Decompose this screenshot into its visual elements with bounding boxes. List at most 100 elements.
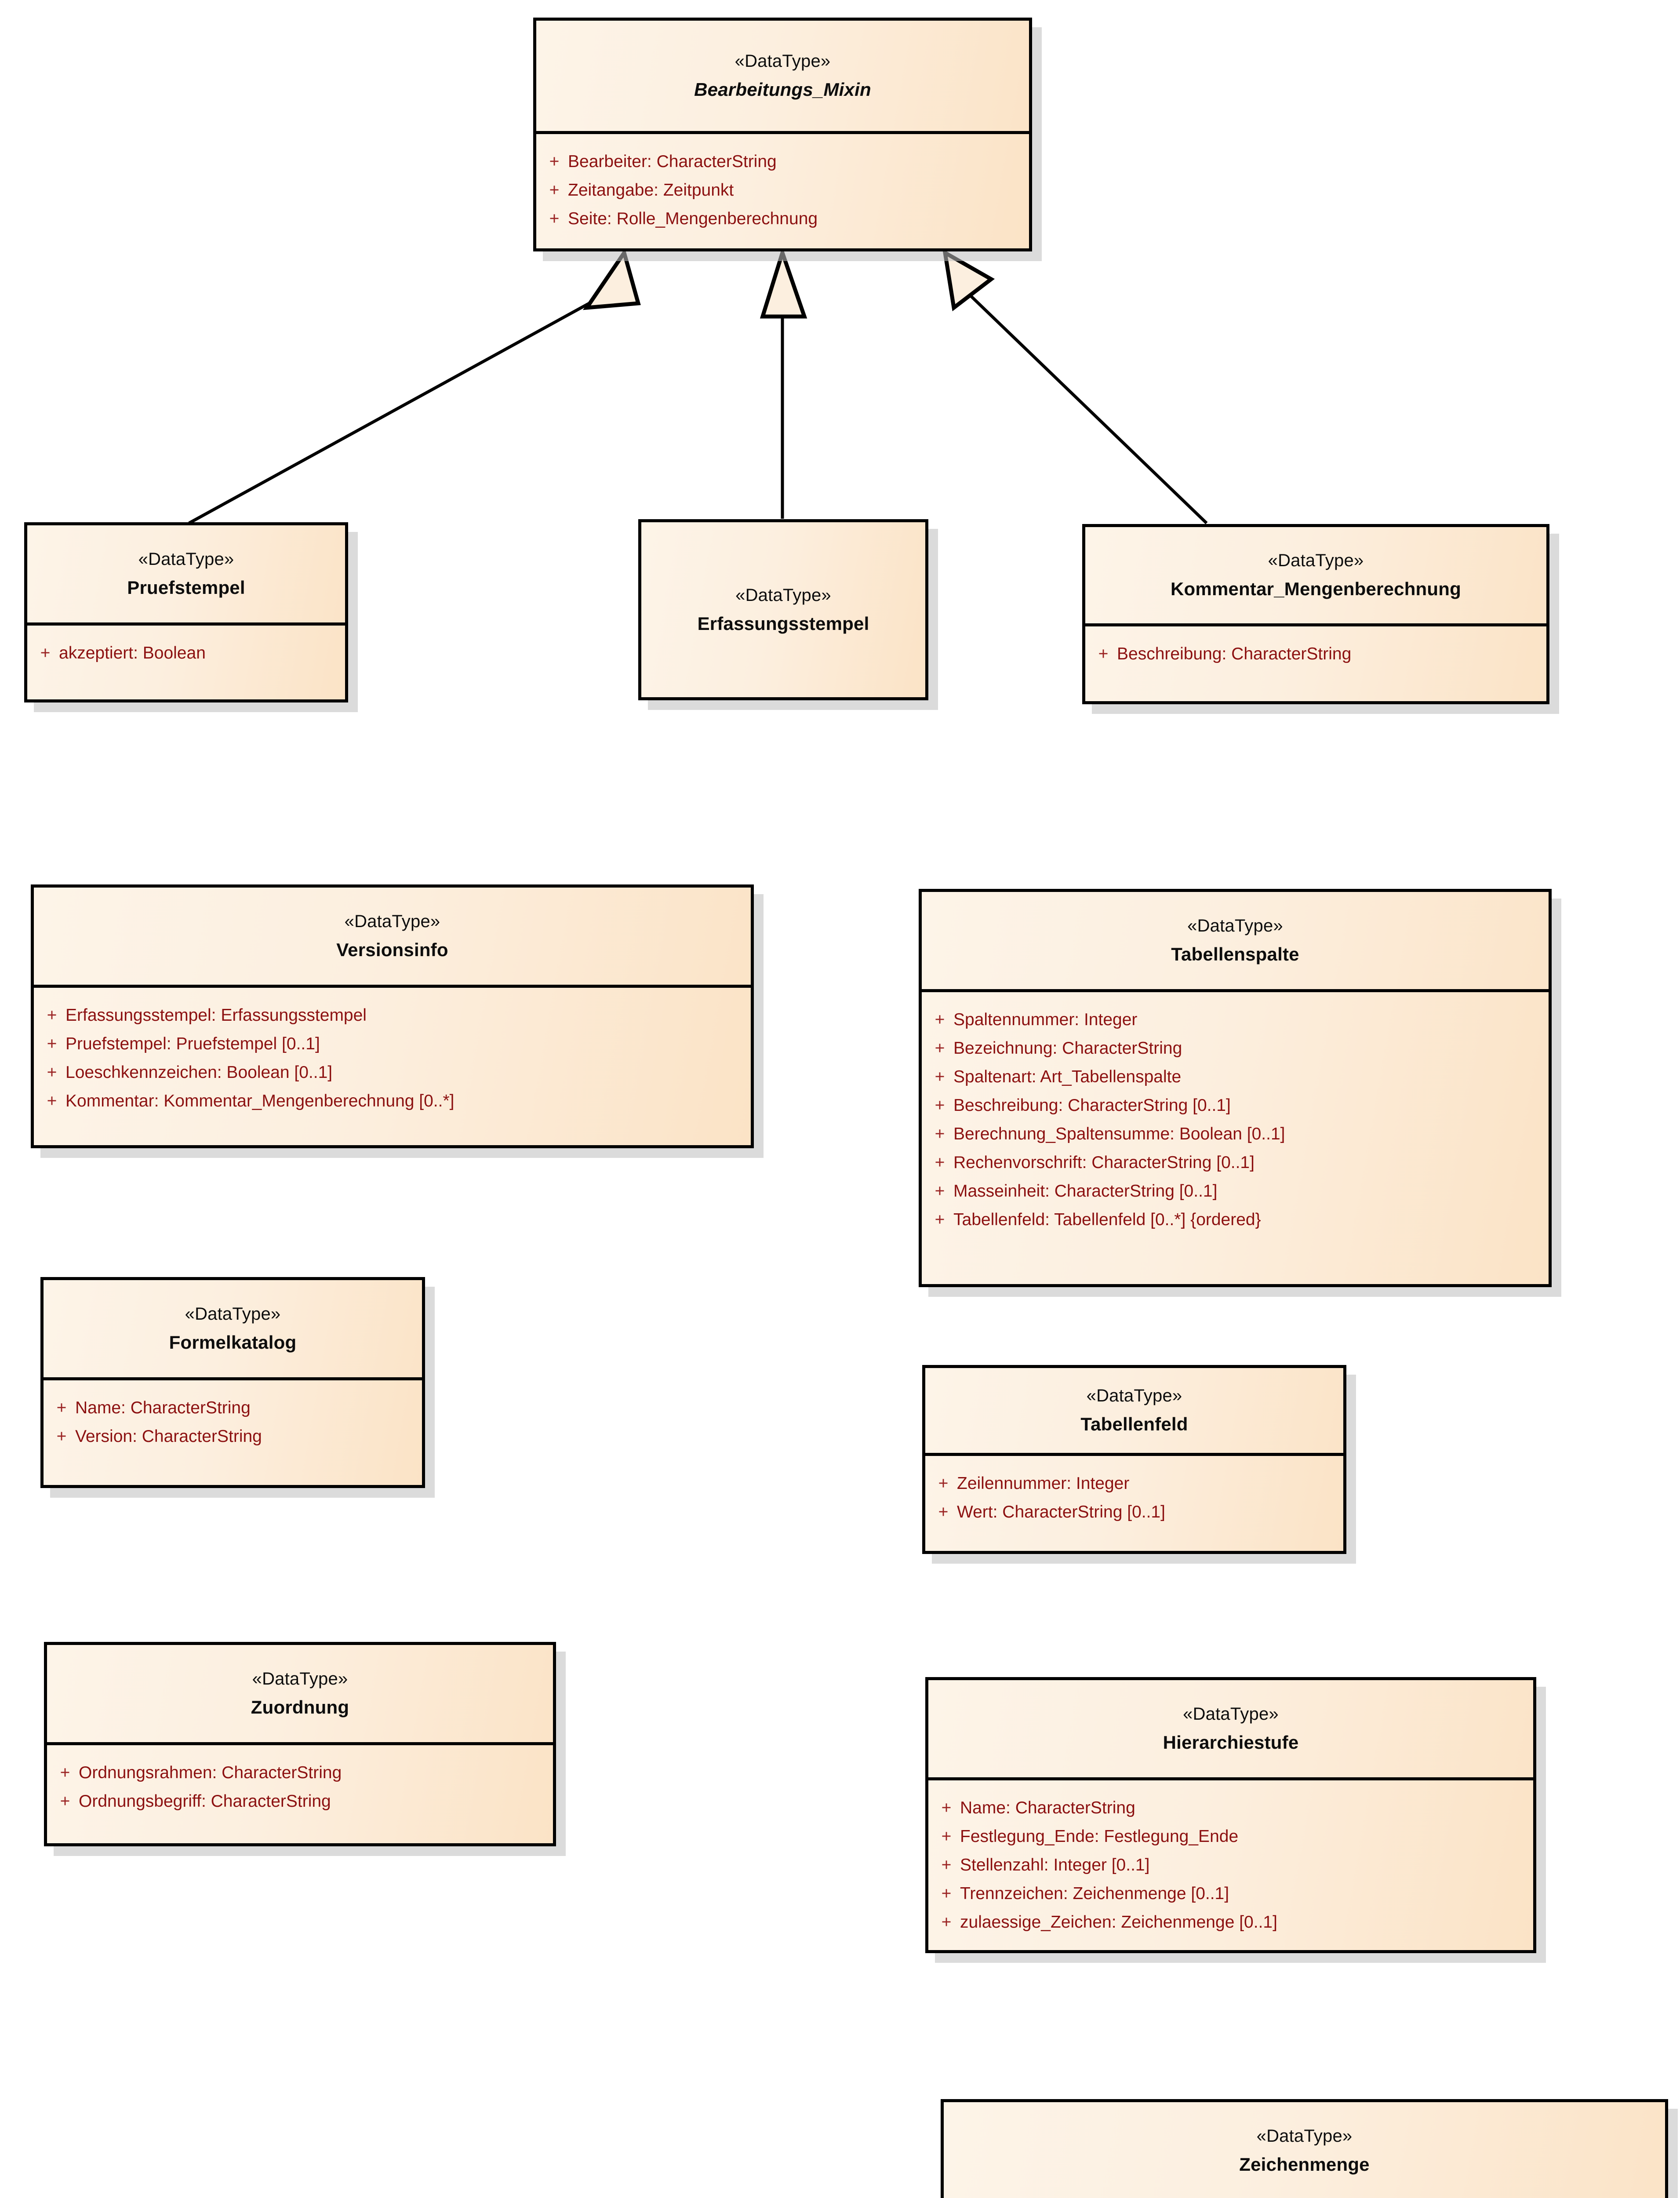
attribute-signature: zulaessige_Zeichen: Zeichenmenge [0..1] [960,1913,1277,1932]
attribute-row: + Spaltenart: Art_Tabellenspalte [926,1063,1544,1091]
class-header-erfassungsstempel: «DataType» Erfassungsstempel [641,522,925,697]
attribute-compartment-pruefstempel: + akzeptiert: Boolean [27,626,345,681]
class-header-hierarchiestufe: «DataType» Hierarchiestufe [928,1680,1533,1780]
attribute-signature: Name: CharacterString [75,1398,251,1417]
attribute-compartment-hierarchiestufe: + Name: CharacterString + Festlegung_End… [928,1780,1533,1950]
attribute-compartment-kommentar-mengenberechnung: + Beschreibung: CharacterString [1085,626,1546,681]
visibility-marker: + [941,1913,952,1932]
class-zeichenmenge[interactable]: «DataType» Zeichenmenge + eingeschlossen… [941,2099,1668,2198]
attribute-signature: Kommentar: Kommentar_Mengenberechnung [0… [65,1092,455,1110]
attribute-compartment-tabellenspalte: + Spaltennummer: Integer + Bezeichnung: … [922,992,1549,1247]
visibility-marker: + [938,1503,949,1521]
attribute-compartment-tabellenfeld: + Zeilennummer: Integer + Wert: Characte… [925,1456,1343,1539]
visibility-marker: + [549,209,560,228]
attribute-row: + Zeilennummer: Integer [930,1469,1339,1498]
visibility-marker: + [935,1067,945,1086]
visibility-marker: + [1098,644,1109,663]
attribute-compartment-formelkatalog: + Name: CharacterString + Version: Chara… [44,1380,422,1464]
class-formelkatalog[interactable]: «DataType» Formelkatalog + Name: Charact… [40,1277,425,1488]
attribute-row: + Pruefstempel: Pruefstempel [0..1] [38,1030,746,1058]
class-kommentar-mengenberechnung[interactable]: «DataType» Kommentar_Mengenberechnung + … [1082,524,1549,704]
class-pruefstempel[interactable]: «DataType» Pruefstempel + akzeptiert: Bo… [24,522,348,702]
attribute-signature: Bezeichnung: CharacterString [953,1039,1182,1058]
class-name: Pruefstempel [127,577,245,598]
class-tabellenfeld[interactable]: «DataType» Tabellenfeld + Zeilennummer: … [922,1365,1346,1554]
class-header-zeichenmenge: «DataType» Zeichenmenge [944,2102,1665,2198]
class-zuordnung[interactable]: «DataType» Zuordnung + Ordnungsrahmen: C… [44,1642,556,1846]
attribute-signature: Zeilennummer: Integer [957,1474,1130,1493]
attribute-signature: Ordnungsbegriff: CharacterString [79,1792,331,1811]
attribute-row: + Trennzeichen: Zeichenmenge [0..1] [933,1879,1529,1908]
stereotype-label: «DataType» [138,550,234,569]
class-hierarchiestufe[interactable]: «DataType» Hierarchiestufe + Name: Chara… [925,1677,1536,1953]
attribute-signature: akzeptiert: Boolean [59,644,206,662]
visibility-marker: + [56,1427,67,1446]
class-erfassungsstempel[interactable]: «DataType» Erfassungsstempel [638,519,928,700]
attribute-row: + Tabellenfeld: Tabellenfeld [0..*] {ord… [926,1205,1544,1234]
attribute-compartment-bearbeitungs-mixin: + Bearbeiter: CharacterString + Zeitanga… [536,134,1029,246]
attribute-signature: Trennzeichen: Zeichenmenge [0..1] [960,1884,1229,1903]
attribute-row: + Festlegung_Ende: Festlegung_Ende [933,1822,1529,1851]
visibility-marker: + [47,1092,57,1110]
attribute-signature: Masseinheit: CharacterString [0..1] [953,1182,1218,1201]
stereotype-label: «DataType» [344,912,440,932]
class-name: Tabellenspalte [1171,944,1299,965]
attribute-row: + Beschreibung: CharacterString [1090,640,1542,668]
attribute-compartment-versionsinfo: + Erfassungsstempel: Erfassungsstempel +… [34,988,751,1128]
attribute-signature: Pruefstempel: Pruefstempel [0..1] [65,1034,320,1053]
attribute-signature: Seite: Rolle_Mengenberechnung [568,209,818,228]
stereotype-label: «DataType» [185,1304,281,1324]
attribute-signature: Ordnungsrahmen: CharacterString [79,1763,342,1782]
attribute-signature: Name: CharacterString [960,1798,1135,1817]
attribute-signature: Erfassungsstempel: Erfassungsstempel [65,1006,367,1025]
visibility-marker: + [935,1210,945,1229]
class-name: Erfassungsstempel [697,613,869,634]
class-versionsinfo[interactable]: «DataType» Versionsinfo + Erfassungsstem… [31,884,754,1148]
attribute-row: + Bearbeiter: CharacterString [541,147,1025,176]
attribute-row: + akzeptiert: Boolean [32,639,341,667]
attribute-signature: Tabellenfeld: Tabellenfeld [0..*] {order… [953,1210,1261,1229]
generalization-kommentar [942,249,1208,524]
attribute-row: + Erfassungsstempel: Erfassungsstempel [38,1001,746,1030]
visibility-marker: + [60,1792,70,1811]
class-name: Tabellenfeld [1080,1414,1188,1435]
attribute-row: + Ordnungsrahmen: CharacterString [51,1758,549,1787]
visibility-marker: + [40,644,51,662]
attribute-row: + Kommentar: Kommentar_Mengenberechnung … [38,1087,746,1115]
class-header-tabellenfeld: «DataType» Tabellenfeld [925,1368,1343,1456]
attribute-signature: Rechenvorschrift: CharacterString [0..1] [953,1153,1255,1172]
attribute-compartment-zuordnung: + Ordnungsrahmen: CharacterString + Ordn… [47,1745,553,1829]
class-name: Formelkatalog [169,1332,297,1353]
stereotype-label: «DataType» [1086,1386,1182,1406]
class-header-zuordnung: «DataType» Zuordnung [47,1645,553,1745]
attribute-row: + Zeitangabe: Zeitpunkt [541,176,1025,204]
class-header-tabellenspalte: «DataType» Tabellenspalte [922,892,1549,992]
visibility-marker: + [60,1763,70,1782]
attribute-signature: Festlegung_Ende: Festlegung_Ende [960,1827,1239,1846]
generalization-pruefstempel [188,248,641,525]
stereotype-label: «DataType» [735,585,831,605]
class-header-pruefstempel: «DataType» Pruefstempel [27,525,345,626]
visibility-marker: + [935,1182,945,1201]
visibility-marker: + [941,1884,952,1903]
attribute-row: + zulaessige_Zeichen: Zeichenmenge [0..1… [933,1908,1529,1936]
attribute-signature: Berechnung_Spaltensumme: Boolean [0..1] [953,1124,1285,1143]
stereotype-label: «DataType» [1183,1704,1279,1724]
attribute-signature: Wert: CharacterString [0..1] [957,1503,1165,1521]
attribute-row: + Rechenvorschrift: CharacterString [0..… [926,1148,1544,1177]
class-name: Versionsinfo [336,939,448,961]
attribute-signature: Spaltennummer: Integer [953,1010,1138,1029]
class-tabellenspalte[interactable]: «DataType» Tabellenspalte + Spaltennumme… [919,889,1552,1287]
class-bearbeitungs-mixin[interactable]: «DataType» Bearbeitungs_Mixin + Bearbeit… [533,18,1032,251]
class-header-bearbeitungs-mixin: «DataType» Bearbeitungs_Mixin [536,21,1029,134]
attribute-signature: Version: CharacterString [75,1427,262,1446]
attribute-signature: Stellenzahl: Integer [0..1] [960,1856,1150,1874]
attribute-row: + Wert: CharacterString [0..1] [930,1498,1339,1526]
visibility-marker: + [56,1398,67,1417]
visibility-marker: + [549,152,560,171]
visibility-marker: + [47,1034,57,1053]
attribute-row: + Name: CharacterString [933,1794,1529,1822]
attribute-row: + Name: CharacterString [48,1394,418,1422]
class-name: Kommentar_Mengenberechnung [1171,579,1461,600]
attribute-signature: Zeitangabe: Zeitpunkt [568,181,734,200]
